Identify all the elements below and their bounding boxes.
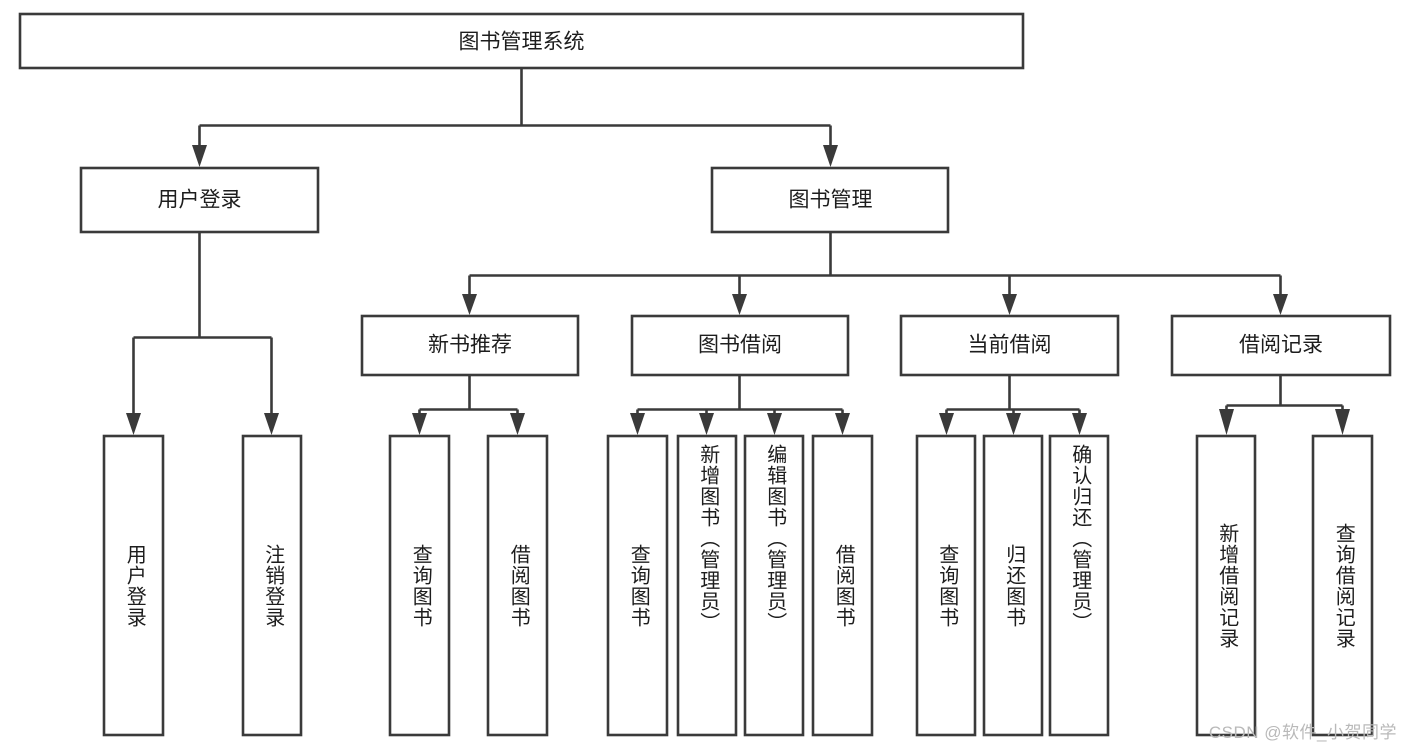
connector-group-book-mgmt xyxy=(462,232,1288,315)
arrow-head-icon xyxy=(1335,409,1350,435)
arrow-head-icon xyxy=(1002,294,1017,315)
node-root-system-box[interactable] xyxy=(18,12,1025,70)
arrow-head-icon xyxy=(835,413,850,435)
arrow-head-icon xyxy=(1072,413,1087,435)
node-new-book-recommend-box[interactable] xyxy=(360,314,580,377)
node-new-book-recommend[interactable]: 新书推荐 xyxy=(360,314,580,377)
node-book-management-box[interactable] xyxy=(710,166,950,234)
watermark-text: CSDN @软件_小贺同学 xyxy=(1208,723,1397,742)
node-book-borrow-label: 图书借阅 xyxy=(698,334,782,357)
arrow-head-icon xyxy=(767,413,782,435)
node-root-system-label: 图书管理系统 xyxy=(459,31,585,54)
node-user-login-box[interactable] xyxy=(79,166,320,234)
arrow-head-icon xyxy=(1006,413,1021,435)
leaf-box-logout[interactable] xyxy=(241,434,303,737)
leaf-box-edit-book-admin[interactable] xyxy=(743,434,805,737)
arrow-head-icon xyxy=(126,413,141,435)
arrow-head-icon xyxy=(1219,409,1234,435)
node-book-borrow[interactable]: 图书借阅 xyxy=(630,314,850,377)
node-book-management[interactable]: 图书管理 xyxy=(710,166,950,234)
arrow-head-icon xyxy=(732,294,747,315)
node-user-login[interactable]: 用户登录 xyxy=(79,166,320,234)
node-book-borrow-box[interactable] xyxy=(630,314,850,377)
node-borrow-records[interactable]: 借阅记录 xyxy=(1170,314,1392,377)
connector-group-records xyxy=(1219,375,1350,435)
node-current-borrow-box[interactable] xyxy=(899,314,1120,377)
node-new-book-recommend-label: 新书推荐 xyxy=(428,334,512,357)
connector-group-root xyxy=(192,68,838,167)
leaf-box-confirm-return-admin[interactable] xyxy=(1048,434,1110,737)
leaf-box-user-login[interactable] xyxy=(102,434,165,737)
arrow-head-icon xyxy=(462,294,477,315)
connector-group-borrow xyxy=(630,375,850,435)
leaf-box-borrow-book[interactable] xyxy=(811,434,874,737)
connector-group-current xyxy=(939,375,1087,435)
leaf-box-query-book-borrow[interactable] xyxy=(606,434,669,737)
arrow-head-icon xyxy=(823,145,838,167)
node-borrow-records-label: 借阅记录 xyxy=(1239,334,1323,357)
arrow-head-icon xyxy=(510,413,525,435)
arrow-head-icon xyxy=(264,413,279,435)
leaf-box-borrow-book-recommend[interactable] xyxy=(486,434,549,737)
connector-group-new-book xyxy=(412,375,525,435)
arrow-head-icon xyxy=(1273,294,1288,315)
connector-group-user-login xyxy=(126,232,279,435)
node-borrow-records-box[interactable] xyxy=(1170,314,1392,377)
leaf-box-query-borrow-record[interactable] xyxy=(1311,434,1374,737)
arrow-head-icon xyxy=(699,413,714,435)
node-current-borrow[interactable]: 当前借阅 xyxy=(899,314,1120,377)
node-user-login-label: 用户登录 xyxy=(158,189,242,212)
arrow-head-icon xyxy=(412,413,427,435)
leaf-node-group xyxy=(102,434,1374,737)
node-book-management-label: 图书管理 xyxy=(789,189,873,212)
arrow-head-icon xyxy=(939,413,954,435)
leaf-box-query-book-recommend[interactable] xyxy=(388,434,451,737)
node-current-borrow-label: 当前借阅 xyxy=(968,334,1052,357)
leaf-box-return-book[interactable] xyxy=(982,434,1044,737)
leaf-box-add-book-admin[interactable] xyxy=(676,434,738,737)
leaf-box-add-borrow-record[interactable] xyxy=(1195,434,1257,737)
node-root-system[interactable]: 图书管理系统 xyxy=(18,12,1025,70)
arrow-head-icon xyxy=(630,413,645,435)
leaf-box-query-book-current[interactable] xyxy=(915,434,977,737)
arrow-head-icon xyxy=(192,145,207,167)
